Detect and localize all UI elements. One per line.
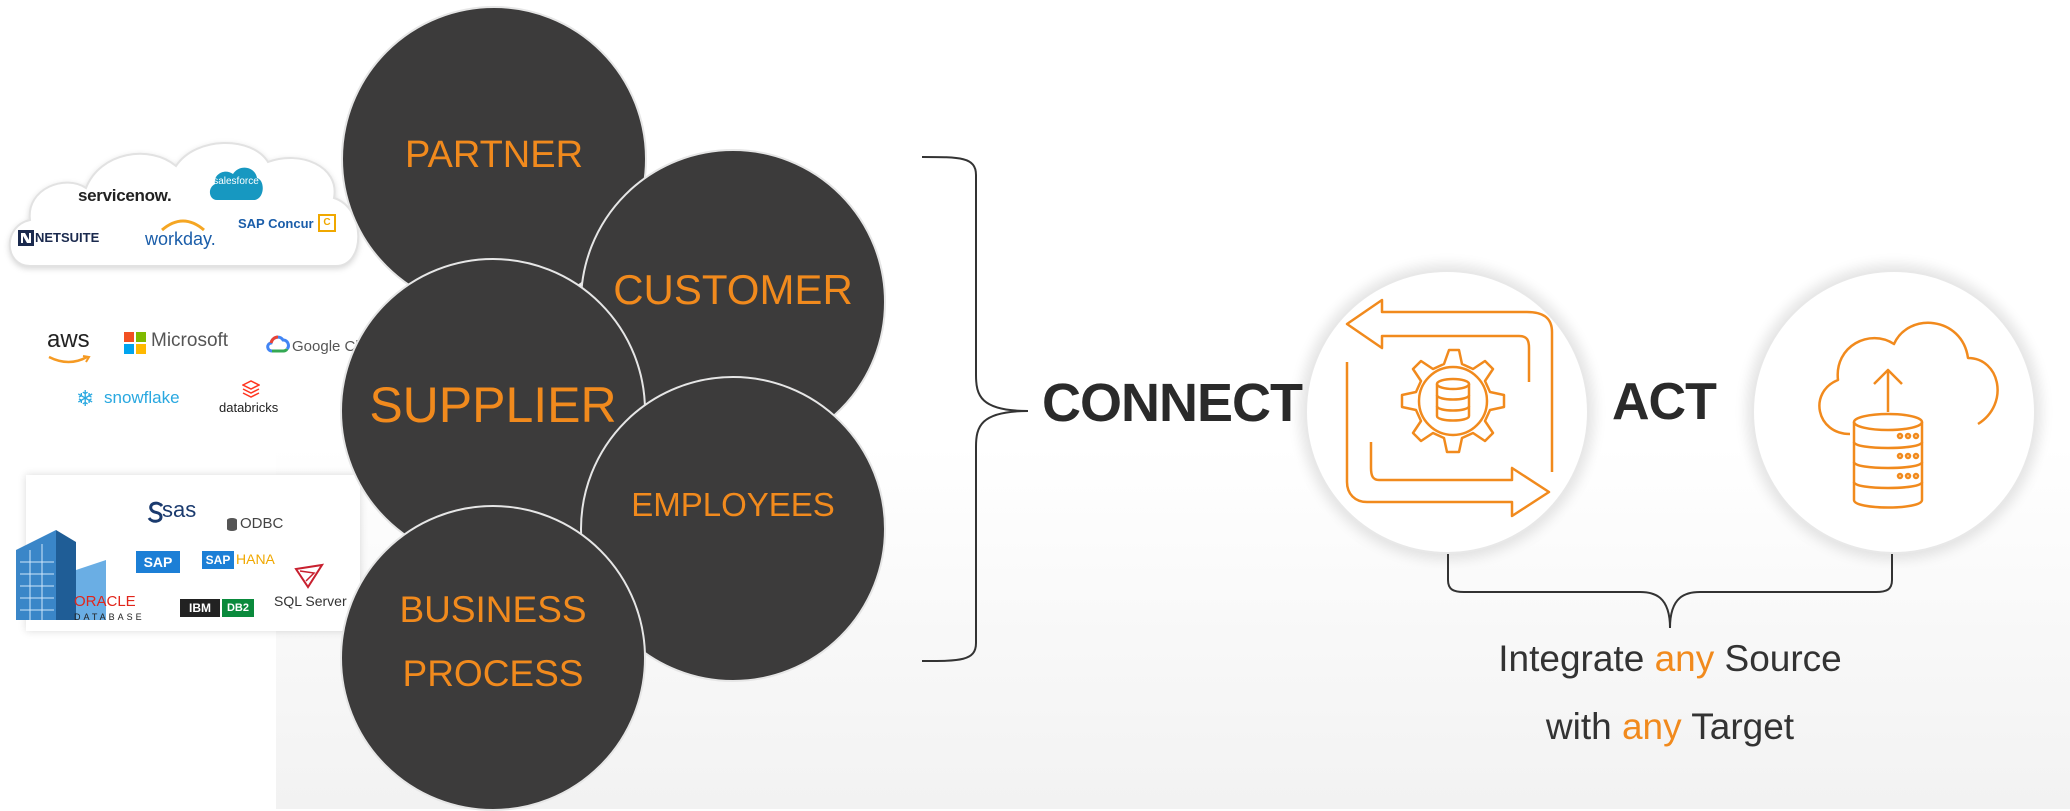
google-cloud-icon bbox=[266, 335, 290, 353]
microsoft-logo: Microsoft bbox=[151, 330, 229, 351]
source-target-brace bbox=[1447, 554, 1893, 629]
business-process-circle: BUSINESS PROCESS bbox=[340, 505, 646, 811]
business-process-label: BUSINESS PROCESS bbox=[399, 586, 586, 714]
salesforce-cloud-icon bbox=[209, 167, 263, 200]
workday-logo: workday. bbox=[145, 229, 216, 249]
sap-logo: SAP bbox=[136, 551, 180, 573]
ibm-logo: IBM bbox=[180, 599, 220, 617]
tagline-2-suffix: Target bbox=[1681, 706, 1795, 747]
customer-label: CUSTOMER bbox=[613, 266, 853, 313]
business-process-line2: PROCESS bbox=[402, 653, 584, 694]
cloud-shape bbox=[8, 142, 360, 267]
cloud-upload-database-icon bbox=[1818, 321, 1999, 509]
tagline-1-suffix: Source bbox=[1714, 638, 1842, 679]
grouping-bracket bbox=[921, 156, 1029, 662]
act-heading: ACT bbox=[1612, 373, 1717, 431]
sql-server-icon bbox=[294, 563, 324, 589]
sql-server-logo: SQL Server bbox=[274, 593, 347, 609]
cloud-apps-group: servicenow. salesforce NETSUITE workday.… bbox=[0, 130, 370, 280]
servicenow-logo: servicenow. bbox=[78, 186, 172, 205]
aws-smile-icon bbox=[48, 355, 91, 364]
db2-logo: DB2 bbox=[222, 599, 254, 617]
partner-label: PARTNER bbox=[404, 133, 584, 176]
netsuite-icon bbox=[18, 230, 34, 246]
sap-hana-logo: HANA bbox=[236, 551, 275, 567]
connect-heading: CONNECT bbox=[1042, 373, 1303, 433]
odbc-database-icon bbox=[227, 518, 237, 531]
databricks-icon bbox=[242, 380, 260, 398]
netsuite-logo: NETSUITE bbox=[35, 230, 100, 245]
tagline-line-2: with any Target bbox=[1400, 706, 1940, 748]
snowflake-logo: snowflake bbox=[104, 388, 180, 407]
salesforce-label: salesforce bbox=[213, 176, 259, 187]
data-warehouse-building-icon bbox=[16, 530, 106, 620]
tagline-line-1: Integrate any Source bbox=[1400, 638, 1940, 680]
sync-gear-database-icon bbox=[1345, 298, 1554, 518]
tagline-2-accent: any bbox=[1621, 706, 1682, 747]
oracle-database-label: DATABASE bbox=[74, 612, 145, 622]
databricks-logo: databricks bbox=[219, 400, 279, 415]
connect-icon-circle bbox=[1305, 270, 1589, 554]
salesforce-logo: salesforce bbox=[207, 164, 265, 204]
snowflake-icon: ❄ bbox=[76, 386, 95, 411]
sap-concur-logo: SAP Concur bbox=[238, 216, 314, 231]
odbc-logo: ODBC bbox=[240, 515, 284, 532]
sas-icon bbox=[147, 501, 164, 523]
google-cloud-logo: Google Cl bbox=[292, 338, 359, 355]
tagline-1-accent: any bbox=[1654, 638, 1715, 679]
sas-logo: sas bbox=[162, 497, 197, 522]
supplier-label: SUPPLIER bbox=[369, 377, 617, 433]
business-process-line1: BUSINESS bbox=[399, 589, 587, 630]
workday-arc-icon bbox=[161, 219, 205, 232]
platform-logos-group: aws Microsoft Google Cl ❄ snowflake data… bbox=[0, 320, 370, 420]
aws-logo: aws bbox=[47, 326, 90, 353]
microsoft-icon bbox=[124, 332, 146, 354]
tagline-1-prefix: Integrate bbox=[1498, 638, 1655, 679]
employees-label: EMPLOYEES bbox=[631, 486, 835, 523]
database-logos-group: sas ODBC SAP SAP HANA SQL Server ORACLE … bbox=[16, 475, 360, 631]
concur-icon: C bbox=[318, 214, 336, 232]
act-icon-circle bbox=[1752, 270, 2036, 554]
sap-hana-sap-mark: SAP bbox=[202, 551, 234, 569]
oracle-logo: ORACLE bbox=[74, 593, 136, 610]
tagline-2-prefix: with bbox=[1545, 706, 1622, 747]
logo-column-background bbox=[0, 0, 276, 809]
